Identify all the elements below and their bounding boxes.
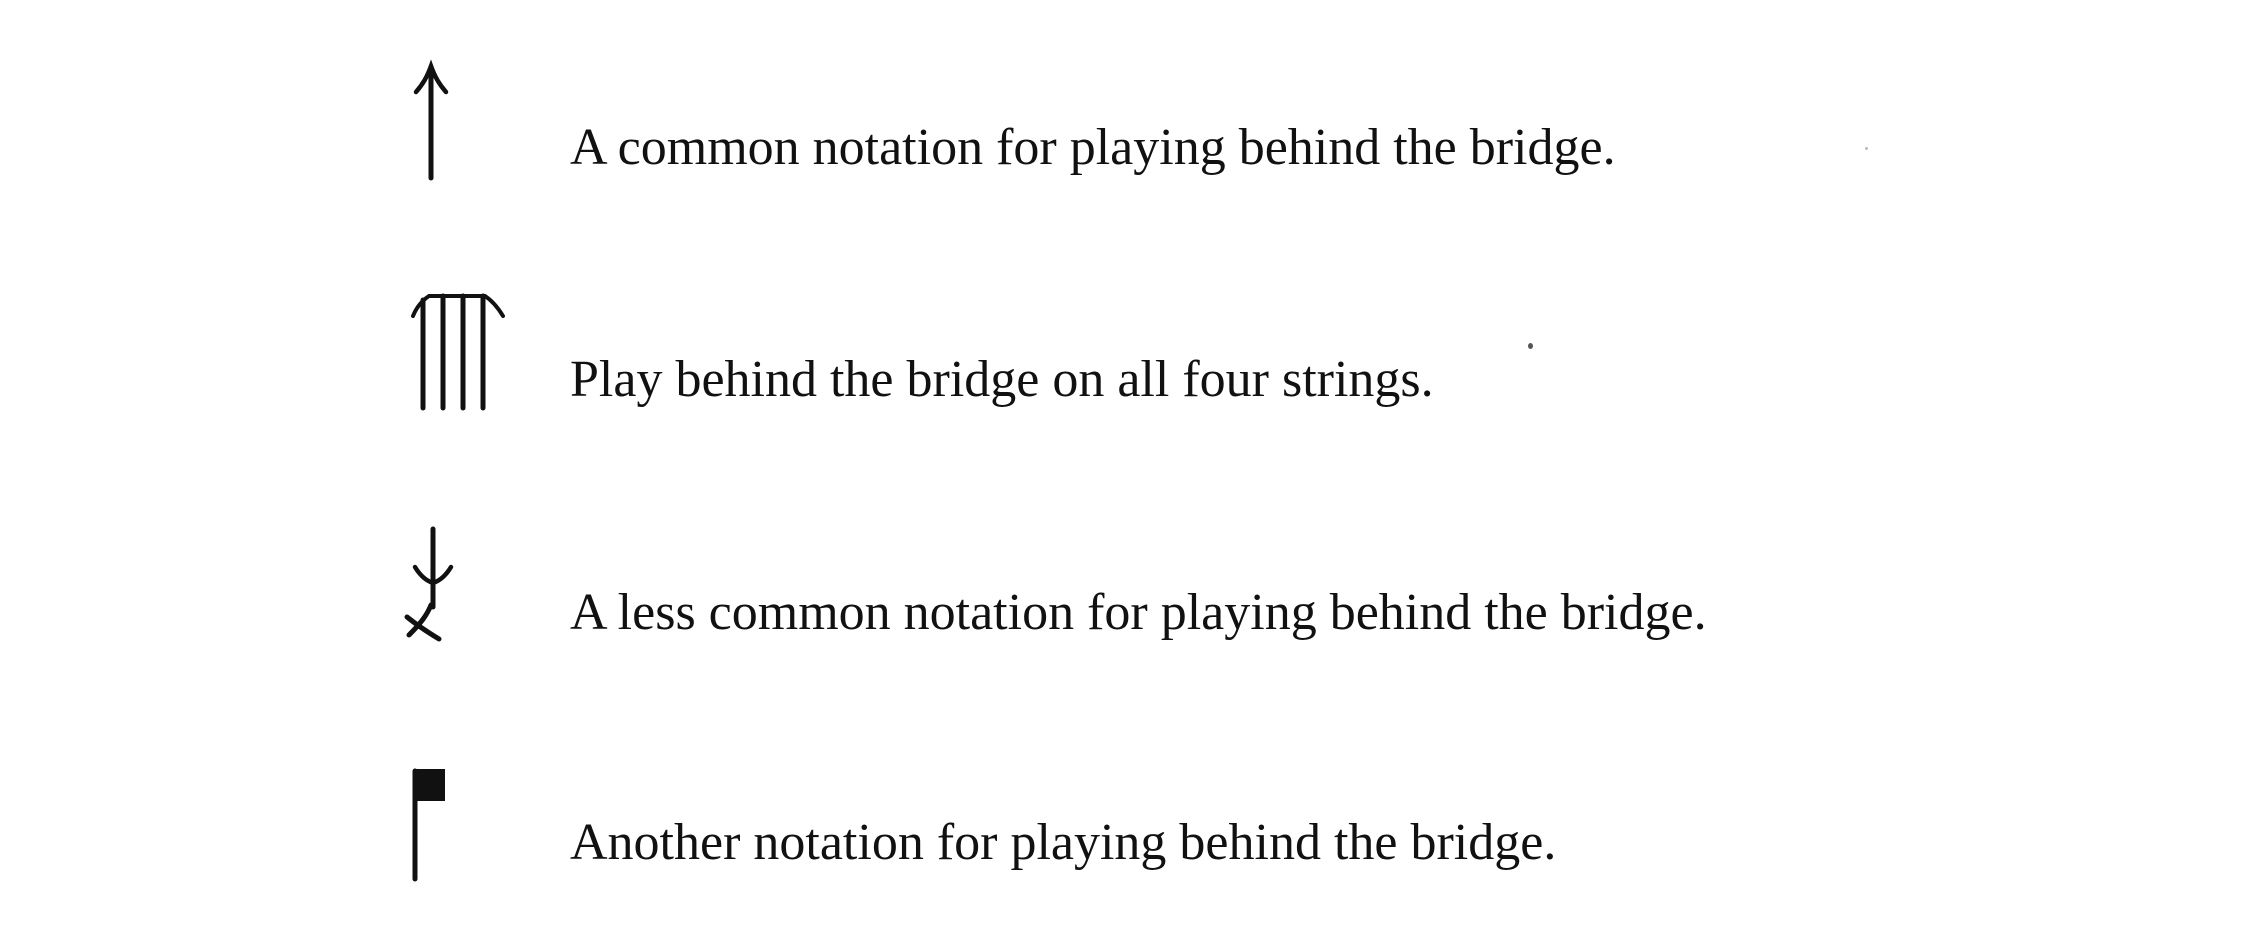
scan-speck [1865, 147, 1868, 150]
arrow-up-icon [395, 50, 535, 200]
legend-entry-text: A common notation for playing behind the… [570, 119, 1616, 176]
legend-entry: Play behind the bridge on all four strin… [0, 272, 2268, 472]
notation-legend-page: A common notation for playing behind the… [0, 40, 2268, 882]
legend-entry: Another notation for playing behind the … [0, 735, 2268, 935]
flag-icon [395, 745, 535, 895]
legend-entry-text: Another notation for playing behind the … [570, 814, 1557, 871]
legend-entry: A common notation for playing behind the… [0, 40, 2268, 240]
legend-entry-text: Play behind the bridge on all four strin… [570, 351, 1434, 408]
arrow-down-x-icon [395, 515, 535, 665]
four-strings-arrow-icon [395, 282, 535, 432]
legend-entry-text: A less common notation for playing behin… [570, 584, 1707, 641]
legend-entry: A less common notation for playing behin… [0, 505, 2268, 705]
scan-speck [1528, 343, 1533, 349]
